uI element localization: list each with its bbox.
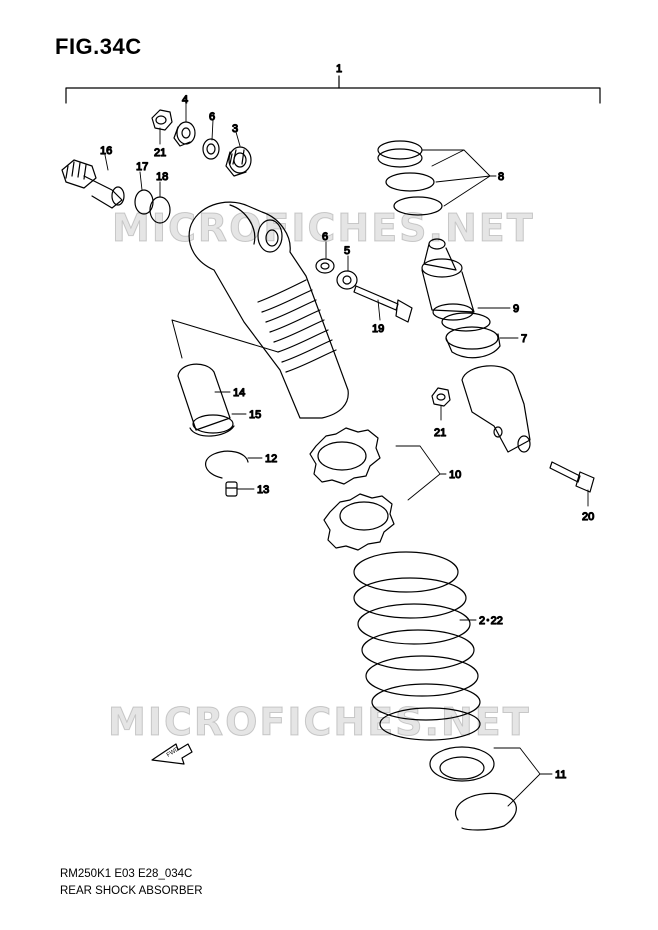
part-11-seat bbox=[429, 746, 517, 831]
callout-8: 8 bbox=[498, 171, 504, 183]
part-13-valve bbox=[225, 481, 238, 497]
callout-4: 4 bbox=[182, 94, 188, 106]
callout-labels: 1 4 6 3 21 16 17 18 8 6 5 9 19 7 14 15 2… bbox=[99, 62, 594, 781]
callout-14: 14 bbox=[233, 387, 245, 399]
part-8-rings bbox=[377, 140, 443, 216]
callout-12: 12 bbox=[265, 453, 277, 465]
part-19-bolt bbox=[353, 285, 413, 323]
figure-title: FIG.34C bbox=[55, 34, 142, 59]
callout-18: 18 bbox=[156, 171, 168, 183]
callout-21-bottom: 21 bbox=[434, 427, 446, 439]
callout-5: 5 bbox=[344, 245, 350, 257]
model-code: RM250K1 E03 E28_034C bbox=[60, 868, 193, 880]
callout-13: 13 bbox=[257, 484, 269, 496]
part-1-shock-body bbox=[188, 201, 349, 419]
part-21-nut-top bbox=[151, 109, 173, 131]
part-4-collar bbox=[173, 121, 196, 147]
part-14-bladder bbox=[177, 363, 235, 437]
part-20-bolt bbox=[549, 461, 595, 493]
part-16-adjuster bbox=[61, 159, 125, 209]
callout-17: 17 bbox=[136, 161, 148, 173]
part-2-22-spring bbox=[353, 551, 481, 741]
part-18-o-ring bbox=[149, 196, 171, 224]
callout-6-top: 6 bbox=[209, 111, 215, 123]
callout-6-side: 6 bbox=[322, 231, 328, 243]
part-17-o-ring bbox=[134, 189, 154, 215]
callout-9: 9 bbox=[513, 303, 519, 315]
callout-19: 19 bbox=[372, 323, 384, 335]
assembly-bracket bbox=[65, 75, 601, 104]
callout-7: 7 bbox=[521, 333, 527, 345]
part-6-seal-side bbox=[315, 258, 335, 274]
lower-clevis bbox=[461, 365, 531, 453]
fwd-arrow-icon: FWD bbox=[151, 743, 193, 765]
part-5-washer bbox=[336, 270, 358, 290]
part-7-spring-seat bbox=[445, 326, 501, 359]
callout-11: 11 bbox=[555, 769, 566, 781]
callout-10: 10 bbox=[449, 469, 461, 481]
part-9-damper-rod bbox=[421, 238, 491, 332]
callout-15: 15 bbox=[249, 409, 261, 421]
part-10-lock-nuts bbox=[309, 427, 395, 551]
callout-16: 16 bbox=[100, 145, 112, 157]
part-21-nut-bottom bbox=[431, 387, 451, 407]
callout-2-22: 2･22 bbox=[479, 615, 503, 627]
callout-1: 1 bbox=[336, 63, 342, 75]
part-6-seal-top bbox=[202, 138, 220, 160]
callout-3: 3 bbox=[232, 123, 238, 135]
part-3-bearing bbox=[225, 146, 252, 177]
leader-lines bbox=[104, 103, 589, 807]
assembly-name: REAR SHOCK ABSORBER bbox=[60, 885, 203, 897]
callout-21-top: 21 bbox=[154, 147, 166, 159]
part-12-snap-ring bbox=[205, 450, 249, 479]
callout-20: 20 bbox=[582, 511, 594, 523]
